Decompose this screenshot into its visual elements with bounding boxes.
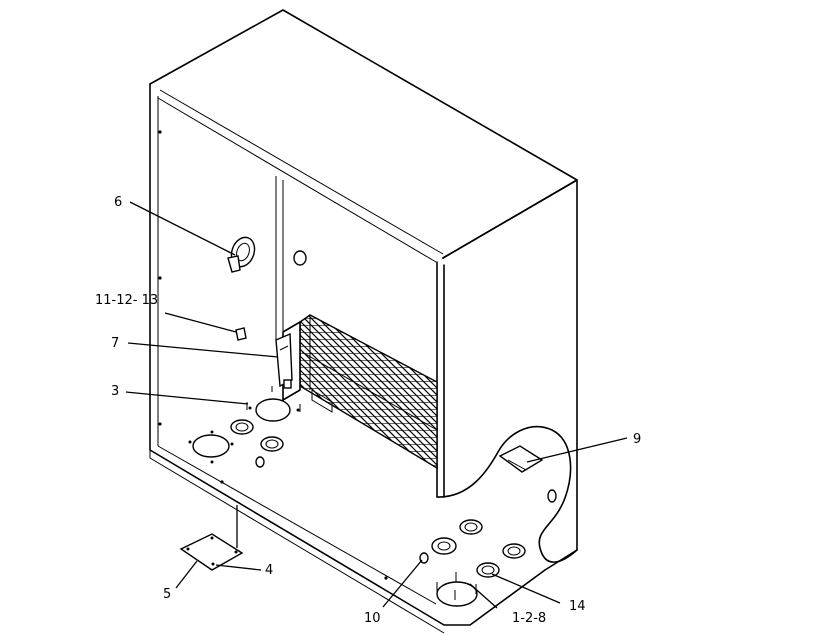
cover-plate: [179, 505, 244, 571]
evaporator-coil: [282, 314, 438, 470]
wall-plug: [293, 250, 307, 266]
callout-1-2-8: 1-2-8: [512, 611, 546, 626]
cabinet-housing: [149, 9, 578, 634]
callout-6: 6: [114, 195, 122, 210]
side-bracket: [498, 445, 557, 503]
fastener: [235, 327, 247, 341]
thermostat-knob: [227, 236, 256, 273]
control-switch: [275, 332, 293, 389]
cabinet-right-side: [442, 179, 578, 571]
grommet-14: [476, 562, 500, 578]
callout-5: 5: [163, 587, 171, 602]
callout-7: 7: [111, 336, 119, 351]
callout-4: 4: [265, 563, 273, 578]
floor-hole-3: [255, 398, 291, 422]
side-cutout: [436, 425, 578, 563]
callout-11-12-13: 11-12- 13: [95, 293, 158, 308]
floor-hole-left: [192, 434, 230, 458]
grommet: [431, 537, 457, 555]
cabinet-top: [149, 9, 578, 259]
floor-openings: [188, 386, 526, 607]
drain-plug-1-2-8: [436, 581, 478, 607]
callout-10: 10: [364, 611, 381, 626]
callout-3: 3: [111, 384, 119, 399]
callout-9: 9: [633, 432, 641, 447]
callout-14: 14: [569, 599, 586, 614]
callout-labels: 6 11-12- 13 7 3 9 4 5 10 1-2-8 14: [95, 195, 641, 626]
leader-lines: [125, 201, 628, 609]
